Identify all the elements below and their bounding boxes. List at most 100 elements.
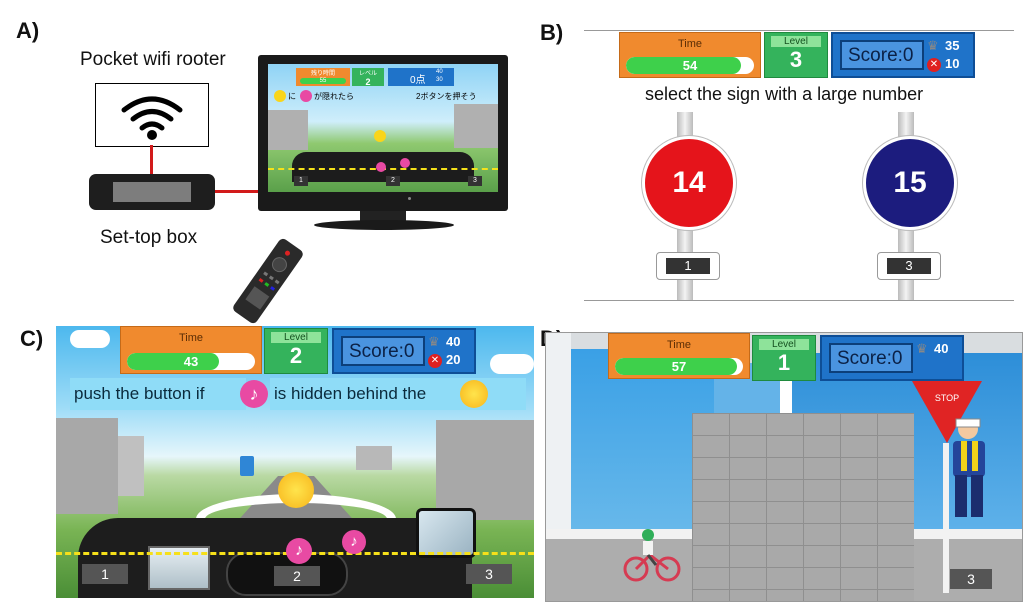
d-time-box: Time 57 xyxy=(608,333,750,379)
tv-time-value: 55 xyxy=(300,78,346,84)
c-music-note-icon: ♪ xyxy=(240,380,268,408)
tv-indicator xyxy=(408,197,411,200)
c-level-box: Level 2 xyxy=(264,328,328,374)
tv-level-box: レベル 2 xyxy=(352,68,384,87)
b-time-box: Time 54 xyxy=(619,32,761,78)
tv-sun-icon xyxy=(274,90,286,102)
tv-building-right xyxy=(454,104,498,148)
b-level-label: Level xyxy=(771,36,821,47)
b-instruction: select the sign with a large number xyxy=(645,84,924,104)
c-building-left-2 xyxy=(118,436,144,496)
c-button-3[interactable]: 3 xyxy=(466,564,512,584)
router-cable xyxy=(150,145,153,175)
c-level-value: 2 xyxy=(289,343,303,368)
b-score-text: Score:0 xyxy=(848,45,914,66)
tv-instruction-mid: が隠れたら xyxy=(314,92,354,101)
c-score-box: Score:0 ♛ 40 ✕ 20 xyxy=(332,328,476,374)
c-instruction-left: push the button if xyxy=(74,384,205,403)
tv-note-icon xyxy=(376,162,386,172)
tv-instruction-right: 2ボタンを押そう xyxy=(416,92,477,101)
tv-score-box: 0点 40 30 xyxy=(388,68,454,86)
tv-music-note-icon xyxy=(300,90,312,102)
stb-label: Set-top box xyxy=(100,227,198,248)
c-sun-icon xyxy=(278,472,314,508)
d-level-value: 1 xyxy=(777,350,791,375)
tv-stand xyxy=(314,220,454,230)
tv-time-label: 残り時間 xyxy=(310,71,335,77)
c-crown-icon: ♛ xyxy=(428,334,440,349)
tv-btn-2: 2 xyxy=(386,176,400,186)
d-stop-pole xyxy=(943,443,949,593)
c-miss-icon: ✕ xyxy=(428,352,445,370)
b-level-box: Level 3 xyxy=(764,32,828,78)
c-note-icon-2: ♪ xyxy=(342,530,366,554)
b-score-box: Score:0 ♛ 35 ✕ 10 xyxy=(831,32,975,78)
b-best-score: 35 xyxy=(945,38,960,53)
b-sign-right[interactable]: 15 xyxy=(863,136,957,230)
c-time-label: Time xyxy=(178,332,204,344)
b-score-display: Score:0 xyxy=(840,40,924,70)
set-top-box xyxy=(89,174,215,210)
d-level-label: Level xyxy=(759,339,809,350)
panel-c-label: C) xyxy=(20,326,44,351)
c-instruction-left-box: push the button if xyxy=(70,378,246,410)
c-building-right-2 xyxy=(356,446,392,470)
c-cloud-left xyxy=(70,330,110,348)
c-instruction-mid: is hidden behind the xyxy=(274,384,427,403)
b-button-left[interactable]: 1 xyxy=(656,252,720,280)
panel-d-game-screen: Time 57 Level 1 Score:0 ♛ 40 STOP xyxy=(545,332,1023,602)
tv-level-value: 2 xyxy=(365,77,371,87)
c-instruction-sun-icon xyxy=(460,380,488,408)
c-bucket-icon xyxy=(240,456,254,476)
d-cyclist xyxy=(623,529,681,582)
b-level-value: 3 xyxy=(789,47,803,72)
c-button-1[interactable]: 1 xyxy=(82,564,128,584)
d-gap-light xyxy=(780,373,792,413)
c-miss-count: 20 xyxy=(446,352,461,367)
d-score-display: Score:0 xyxy=(829,343,913,373)
b-miss-icon: ✕ xyxy=(927,56,944,74)
c-time-bar: 43 xyxy=(127,353,255,370)
d-concrete-wall xyxy=(692,413,914,601)
panel-b-label: B) xyxy=(540,20,564,45)
b-button-right-label: 3 xyxy=(887,258,931,274)
b-sign-left[interactable]: 14 xyxy=(642,136,736,230)
c-button-2[interactable]: 2 xyxy=(274,566,320,586)
d-crown-icon: ♛ xyxy=(916,341,928,356)
wifi-icon xyxy=(121,96,183,140)
c-building-right xyxy=(436,420,534,520)
c-best-score: 40 xyxy=(446,334,461,349)
tv-screen: 残り時間 55 レベル 2 0点 40 30 に が隠れたら 2ボタンを押そう … xyxy=(268,64,498,192)
router-label: Pocket wifi rooter xyxy=(80,49,226,70)
d-score-box: Score:0 ♛ 40 xyxy=(820,335,964,381)
c-time-bar-fill xyxy=(127,353,220,370)
b-time-label: Time xyxy=(677,38,703,50)
tv-miss: 30 xyxy=(436,77,443,83)
tv-level-label: レベル xyxy=(358,71,377,77)
b-button-right[interactable]: 3 xyxy=(877,252,941,280)
d-button-3[interactable]: 3 xyxy=(950,569,992,589)
tv-instruction-left: に xyxy=(288,92,296,101)
panel-a-label: A) xyxy=(16,18,40,43)
tv-sun-target-icon xyxy=(374,130,386,142)
b-button-left-label: 1 xyxy=(666,258,710,274)
tv-note-icon-2 xyxy=(400,158,410,168)
c-score-display: Score:0 xyxy=(341,336,425,366)
d-level-box: Level 1 xyxy=(752,335,816,381)
tv-cable xyxy=(215,190,259,193)
tv-score-text: 0点 xyxy=(410,75,426,86)
stb-display xyxy=(113,182,191,202)
b-crown-icon: ♛ xyxy=(927,38,939,53)
c-time-value: 43 xyxy=(183,354,199,369)
b-time-bar-fill xyxy=(626,57,742,74)
tv-btn-3: 3 xyxy=(468,176,482,186)
tv-time-box: 残り時間 55 xyxy=(296,68,350,86)
d-best-score: 40 xyxy=(934,341,949,356)
c-cloud-right xyxy=(490,354,534,374)
d-stop-text: STOP xyxy=(934,393,960,403)
d-time-label: Time xyxy=(666,339,692,351)
tv-building-left xyxy=(268,110,308,150)
d-time-value: 57 xyxy=(671,359,687,374)
panel-b-top-border xyxy=(584,30,1014,31)
d-crossing-guard xyxy=(953,418,985,517)
